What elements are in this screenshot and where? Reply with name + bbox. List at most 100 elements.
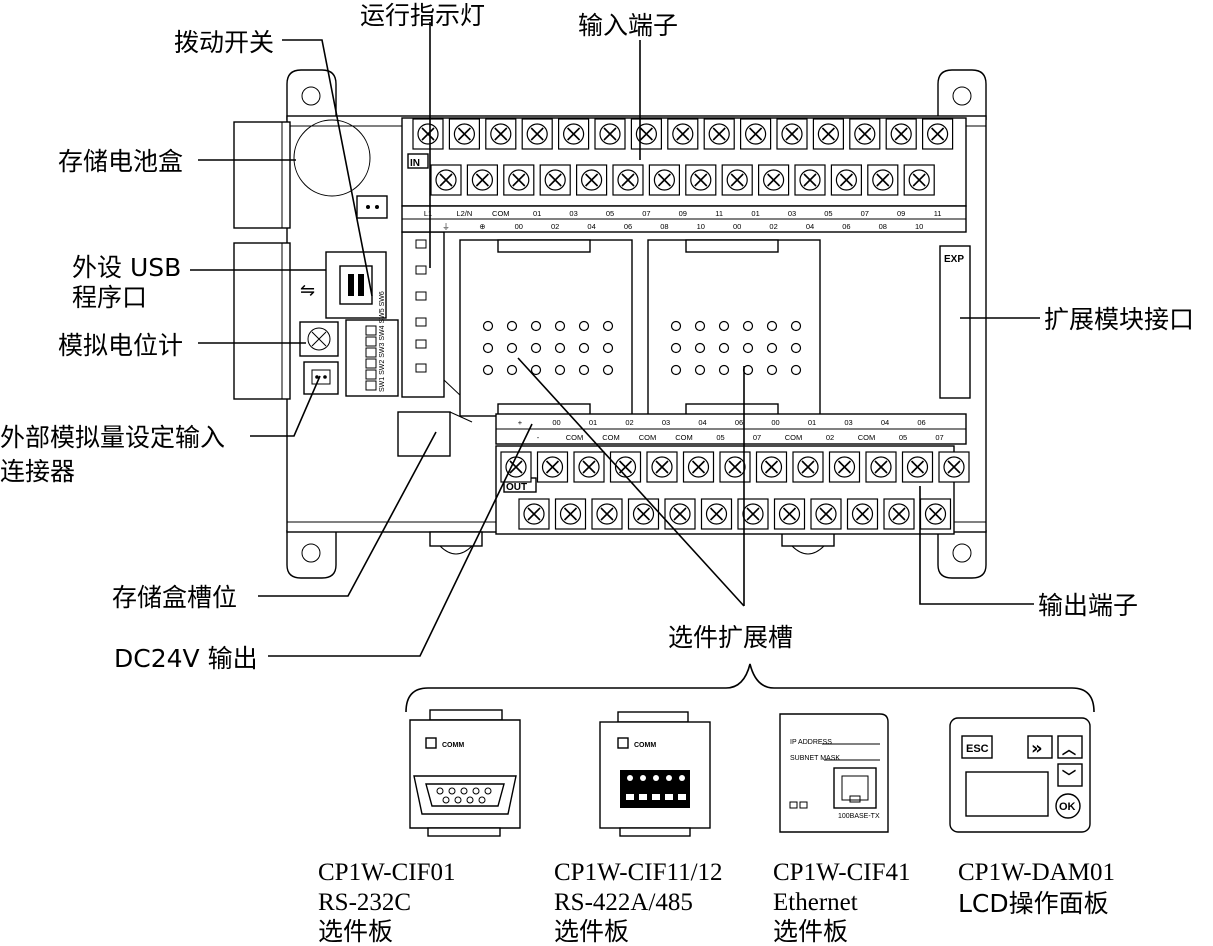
terminal-screw [518, 498, 550, 530]
next-button[interactable] [1027, 735, 1053, 759]
board-desc: RS-422A/485 [554, 889, 693, 916]
slot-pin [766, 320, 778, 332]
terminal-label: 11 [934, 209, 942, 218]
slot-pin [790, 364, 802, 376]
terminal-screw [557, 118, 590, 150]
led-panel [401, 231, 445, 398]
ok-button[interactable] [1055, 793, 1081, 819]
terminal-label: 11 [715, 209, 723, 218]
input-terminals-bottom [430, 164, 935, 196]
exp-tag: EXP [944, 254, 964, 265]
terminal-label: 04 [806, 222, 814, 231]
terminal-screw [630, 118, 663, 150]
terminal-screw [938, 451, 970, 483]
dip-label: SW1 SW2 SW3 SW4 SW5 SW6 [379, 291, 386, 392]
option-slot-2[interactable] [647, 239, 821, 417]
label-usb-2: 程序口 [72, 283, 147, 312]
lcd-screen [965, 771, 1049, 817]
slot-pin [554, 320, 566, 332]
terminal-screw [773, 498, 806, 530]
label-input-terminal: 输入端子 [578, 11, 678, 40]
terminal-label: 08 [879, 222, 887, 231]
mount-hole [952, 86, 972, 106]
out-tag: OUT [506, 482, 527, 493]
output-terminals-top [500, 451, 970, 483]
terminal-screw [573, 451, 605, 483]
terminal-screw [612, 164, 644, 196]
terminal-label: COM [785, 433, 803, 442]
next-icon: » [1031, 738, 1043, 759]
slot-pin [790, 320, 802, 332]
analog-pot[interactable] [307, 327, 331, 351]
terminal-screw [503, 164, 535, 196]
down-button[interactable] [1057, 763, 1083, 787]
terminal-screw [846, 498, 879, 530]
label-battery-box: 存储电池盒 [58, 147, 183, 176]
terminal-label: COM [639, 433, 657, 442]
label-dc24v: DC24V 输出 [114, 644, 258, 673]
terminal-label: 05 [824, 209, 832, 218]
terminal-label: 01 [533, 209, 541, 218]
board-kind: 选件板 [773, 917, 848, 946]
dip-switch-block [345, 319, 399, 397]
slot-pin [506, 342, 518, 354]
slot-pin [602, 342, 614, 354]
terminal-screw [667, 118, 699, 150]
option-brace [405, 663, 1095, 713]
terminal-label: 02 [769, 222, 777, 231]
terminal-label: 07 [642, 209, 650, 218]
terminal-screw [648, 164, 681, 196]
terminal-label: 00 [515, 222, 523, 231]
slot-pin [670, 342, 682, 354]
terminal-screw [591, 498, 623, 530]
slot-pin [790, 342, 802, 354]
terminal-label: 05 [899, 433, 907, 442]
slot-pin [530, 364, 542, 376]
terminal-screw [810, 498, 842, 530]
rj45-port [833, 767, 877, 809]
terminal-screw [700, 498, 733, 530]
terminal-label: 00 [733, 222, 741, 231]
label-dip-switch: 拨动开关 [174, 28, 274, 57]
slot-pin [718, 364, 730, 376]
terminal-label: 06 [735, 418, 743, 427]
terminal-screw [921, 118, 954, 150]
output-terminals-bottom [518, 498, 952, 530]
terminal-screw [883, 498, 915, 530]
slot-pin [482, 364, 494, 376]
label-analog-input-2: 连接器 [0, 457, 75, 486]
terminal-label: COM [675, 433, 693, 442]
terminal-label: 09 [679, 209, 687, 218]
board-model: CP1W-CIF01 [318, 859, 456, 886]
up-button[interactable] [1057, 735, 1083, 759]
dip-switches[interactable] [365, 325, 377, 391]
terminal-label: COM [858, 433, 876, 442]
battery-connector [356, 195, 388, 219]
terminal-label: L2/N [456, 209, 472, 218]
terminal-screw [466, 164, 498, 196]
terminal-screw [867, 164, 899, 196]
option-slot-1[interactable] [459, 239, 633, 417]
terminal-label: ⏚ [442, 222, 450, 231]
terminal-screw [627, 498, 660, 530]
slot-pin [742, 364, 754, 376]
input-terminals-top [412, 118, 954, 150]
terminal-screw [430, 164, 462, 196]
terminal-screw [828, 451, 861, 483]
esc-button[interactable] [961, 735, 993, 759]
mount-hole [301, 86, 321, 106]
terminal-label: ⊕ [479, 222, 485, 231]
battery [293, 119, 371, 197]
terminal-label: - [537, 433, 540, 442]
mount-ear-bl [286, 530, 337, 579]
slot-pin [670, 320, 682, 332]
slot-pin [482, 342, 494, 354]
terminal-label: 07 [753, 433, 761, 442]
slot-pin [482, 320, 494, 332]
slot-pin [554, 364, 566, 376]
terminal-screw [901, 451, 934, 483]
terminal-screw [739, 118, 772, 150]
terminal-screw [664, 498, 696, 530]
